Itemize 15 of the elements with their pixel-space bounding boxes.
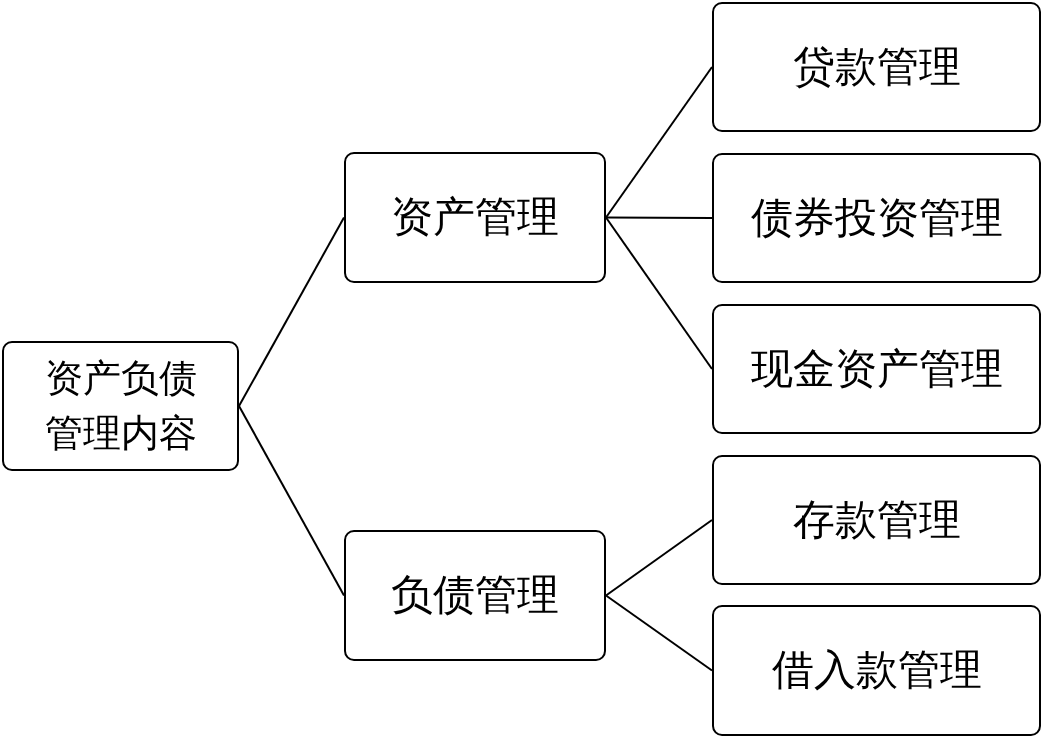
topic-box: 现金资产管理 bbox=[712, 304, 1041, 434]
connector-line bbox=[605, 216, 713, 370]
topic-box: 资产管理 bbox=[344, 152, 606, 283]
topic-box: 贷款管理 bbox=[712, 2, 1041, 132]
topic-box: 负债管理 bbox=[344, 530, 606, 661]
connector-line bbox=[605, 519, 713, 597]
connector-line bbox=[605, 66, 713, 219]
connector-line bbox=[238, 405, 345, 597]
topic-box: 存款管理 bbox=[712, 455, 1041, 585]
topic-box: 债券投资管理 bbox=[712, 153, 1041, 283]
topic-box: 借入款管理 bbox=[712, 605, 1041, 736]
connector-line bbox=[238, 216, 345, 407]
connector-line bbox=[605, 216, 713, 219]
topic-box: 资产负债管理内容 bbox=[2, 341, 239, 471]
connector-line bbox=[605, 594, 713, 672]
